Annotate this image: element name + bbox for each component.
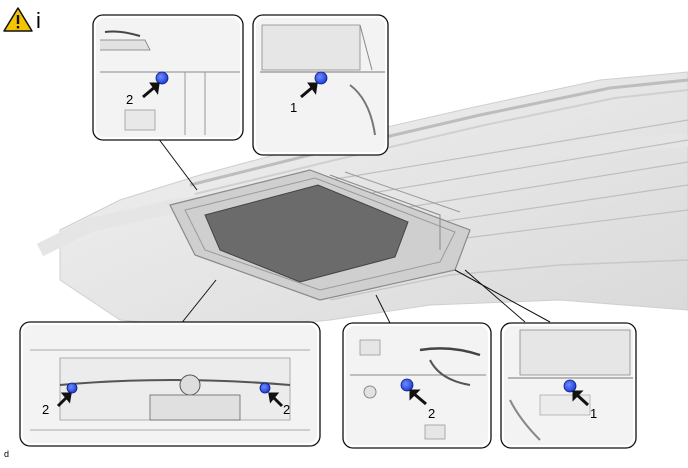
figure-code: d (4, 449, 10, 459)
bolt-icon (314, 71, 328, 85)
arrow-icon (56, 392, 72, 408)
callout-label: 1 (590, 406, 598, 421)
leader-lines (157, 135, 551, 326)
bolt-icon (259, 382, 271, 394)
arrow-icon (300, 82, 318, 99)
callout-bottom-right (500, 322, 637, 449)
warning-letter: i (36, 8, 41, 33)
sunroof-frame (169, 169, 471, 301)
callout-top-left (92, 14, 244, 141)
callout-label: 2 (283, 402, 291, 417)
callout-bottom-left (19, 321, 321, 447)
arrow-icon (572, 390, 590, 407)
bolt-icon (66, 382, 78, 394)
warning-triangle-icon (3, 7, 33, 32)
callout-label: 1 (290, 100, 298, 115)
arrow-icon (268, 392, 284, 408)
callout-label: 2 (126, 92, 134, 107)
arrow-icon (142, 82, 160, 99)
arrow-icon (409, 389, 427, 406)
callout-label: 2 (42, 402, 50, 417)
bolt-icon (400, 378, 414, 392)
bolt-icon (563, 379, 577, 393)
sunroof-glass (204, 184, 409, 283)
callout-bottom-mid (342, 322, 492, 449)
callout-top-right (252, 14, 389, 156)
callout-label: 2 (428, 406, 436, 421)
bolt-icon (155, 71, 169, 85)
